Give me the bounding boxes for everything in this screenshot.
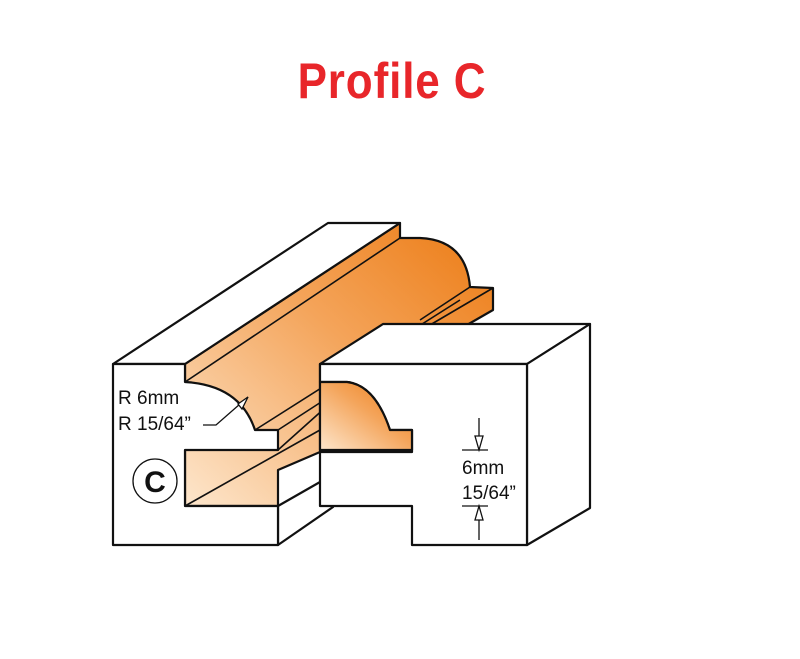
height-imperial-label: 15/64” [462,483,516,504]
right-block-side [525,322,592,547]
page-title: Profile C [297,53,487,109]
profile-badge: C [132,458,178,504]
tongue-profile [318,380,414,452]
height-metric-label: 6mm [462,458,504,479]
radius-metric-label: R 6mm [118,388,179,409]
profile-badge-letter: C [144,466,166,499]
height-dimension-arrows [462,418,488,540]
radius-imperial-label: R 15/64” [118,414,191,435]
radius-leader [203,396,249,426]
